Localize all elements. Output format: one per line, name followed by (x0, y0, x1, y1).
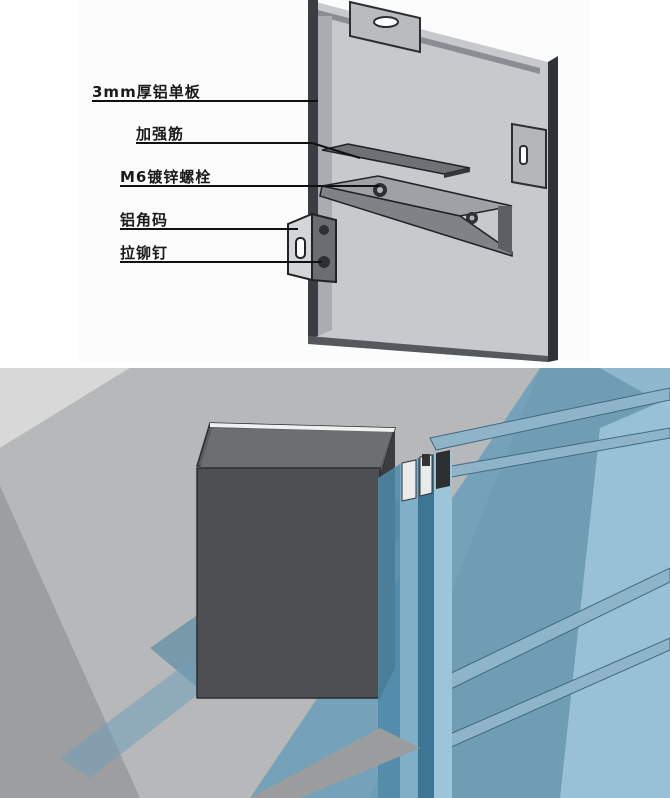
rivet-icon (319, 225, 329, 235)
aluminum-corner-bracket (287, 212, 337, 284)
aluminum-panel-diagram: 3mm厚铝单板 加强筋 M6镀锌螺栓 铝角码 拉铆钉 (78, 0, 590, 362)
panel-right-edge (548, 56, 558, 362)
label-bolt: M6镀锌螺栓 (120, 168, 211, 186)
stiffener-rib (321, 143, 471, 178)
rivet-icon (318, 256, 330, 268)
panel-face (308, 0, 548, 362)
curtain-wall-render (0, 368, 670, 798)
label-corner-code: 铝角码 (120, 211, 168, 229)
panel-bottom-edge (308, 336, 548, 362)
floor-edge (250, 728, 420, 798)
label-aluminum-panel: 3mm厚铝单板 (92, 83, 201, 101)
top-hanging-ear (349, 0, 421, 54)
panel-inner-side (318, 16, 332, 336)
panel-left-edge (308, 0, 318, 340)
transom-bars (417, 387, 670, 761)
label-stiffener: 加强筋 (135, 125, 184, 143)
aluminum-mullion (196, 422, 396, 699)
callout-leaders (92, 100, 380, 263)
slab-top-left (0, 368, 130, 448)
side-hanging-ear (511, 122, 547, 190)
slab-edge (0, 486, 140, 798)
glazing-channels (378, 450, 452, 798)
label-rivet: 拉铆钉 (120, 244, 168, 262)
